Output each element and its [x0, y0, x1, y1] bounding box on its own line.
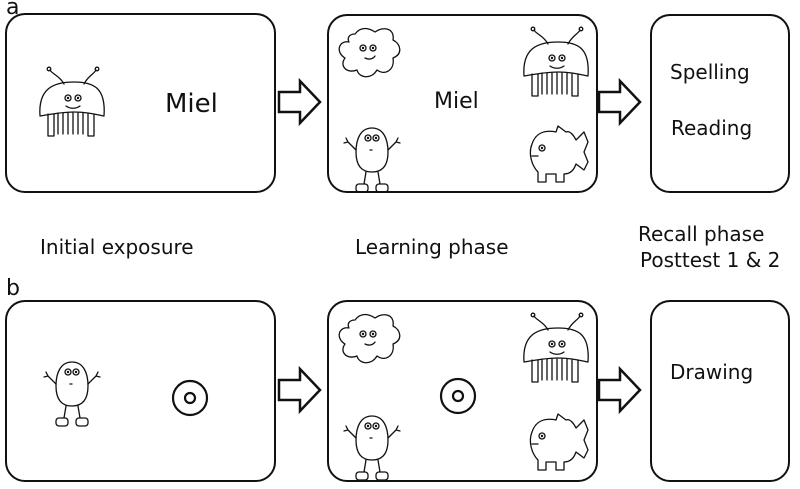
blob-creature-icon [338, 27, 401, 78]
target-icon [171, 379, 209, 417]
bean-creature-icon [343, 415, 401, 481]
panel-label-b: b [6, 276, 20, 301]
caption-initial-exposure: Initial exposure [40, 235, 194, 259]
blob-creature-icon [338, 313, 401, 364]
learning-word: Miel [434, 89, 479, 114]
initial-exposure-card-b [5, 300, 276, 482]
bean-creature-icon [43, 361, 101, 427]
learning-phase-card-a [327, 14, 598, 193]
recall-card-b [650, 300, 790, 482]
caption-learning-phase: Learning phase [355, 235, 509, 259]
fish-creature-icon [529, 125, 589, 183]
arrow-icon [277, 365, 322, 415]
learning-phase-card-b [327, 300, 598, 482]
bean-creature-icon [343, 127, 401, 193]
arrow-icon [597, 365, 642, 415]
jellyfish-creature-icon [39, 66, 105, 137]
jellyfish-creature-icon [523, 26, 589, 97]
fish-creature-icon [529, 413, 589, 471]
target-icon [439, 377, 477, 415]
caption-recall-line2: Posttest 1 & 2 [640, 248, 781, 272]
recall-task-spelling: Spelling [670, 60, 750, 84]
jellyfish-creature-icon [523, 312, 589, 383]
initial-word: Miel [165, 89, 218, 119]
recall-task-drawing: Drawing [670, 360, 754, 384]
arrow-icon [597, 77, 642, 127]
arrow-icon [277, 77, 322, 127]
caption-recall-line1: Recall phase [638, 222, 765, 246]
recall-task-reading: Reading [671, 116, 753, 140]
recall-card-a [650, 14, 790, 193]
initial-exposure-card-a [5, 13, 276, 193]
